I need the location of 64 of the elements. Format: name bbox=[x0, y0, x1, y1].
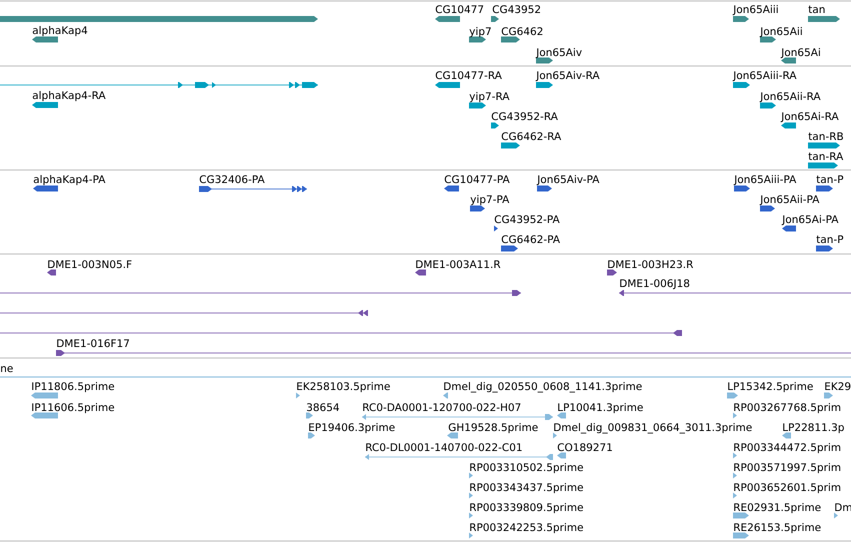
feature-label: CG43952 bbox=[492, 5, 540, 14]
feature-label: GH19528.5prime bbox=[448, 423, 538, 434]
feature-label: Dmel_dig_009831_0664_3011.3prime bbox=[554, 423, 752, 434]
feature-label: 38654 bbox=[307, 403, 339, 412]
feature-label: CG32406-PA bbox=[200, 175, 265, 184]
feature-label: RP003310502.5prime bbox=[470, 463, 583, 474]
feature-label: Jon65Aii-RA bbox=[760, 92, 821, 102]
feature-label: alphaKap4 bbox=[32, 26, 88, 36]
feature-label: EP19406.3prime bbox=[309, 423, 395, 434]
feature-label: Jon65Aiv bbox=[536, 48, 582, 58]
feature-label: CG43952-PA bbox=[494, 215, 560, 224]
feature-label: alphaKap4-RA bbox=[32, 91, 106, 102]
feature-label: Jon65Aiv-RA bbox=[536, 71, 600, 82]
feature-label: DME1-003H23.R bbox=[608, 260, 694, 268]
feature-label: LP15342.5prime bbox=[728, 382, 813, 392]
feature-label: CO189271 bbox=[558, 443, 612, 452]
feature-label: Jon65Aiii-PA bbox=[734, 175, 796, 186]
feature-label: yip7 bbox=[470, 27, 491, 38]
feature-label: RE26153.5prime bbox=[734, 523, 821, 534]
feature-label: Jon65Aiii bbox=[732, 5, 778, 16]
feature-label: yip7-PA bbox=[470, 195, 510, 206]
feature-label: RP003267768.5prim bbox=[734, 403, 840, 414]
feature-label: tan-RA bbox=[808, 152, 844, 160]
feature-label: ne bbox=[1, 366, 13, 372]
feature-label: CG6462-RA bbox=[502, 132, 562, 140]
feature-label: CG10477-RA bbox=[436, 71, 502, 80]
feature-label: LP10041.3prime bbox=[558, 403, 643, 414]
feature-label: tan-RB bbox=[808, 132, 843, 140]
feature-label: RP003571997.5prim bbox=[734, 463, 840, 474]
feature-label: Jon65Aiii-RA bbox=[732, 71, 796, 82]
feature-label: alphaKap4-PA bbox=[34, 175, 106, 186]
feature-label: Jon65Aii bbox=[760, 27, 802, 38]
feature-label: yip7-RA bbox=[470, 92, 510, 102]
feature-label: EK29 bbox=[825, 382, 850, 390]
feature-label: Dmel_dig_020550_0608_1141.3prime bbox=[444, 382, 642, 392]
feature-label: RP003652601.5prim bbox=[734, 483, 840, 494]
feature-label: EK258103.5prime bbox=[297, 382, 390, 392]
feature-label: IP11606.5prime bbox=[32, 403, 114, 414]
feature-label: Jon65Ai bbox=[780, 48, 820, 58]
feature-label: RP003343437.5prime bbox=[470, 483, 583, 494]
feature-label: DME1-006J18 bbox=[620, 279, 690, 290]
feature-label: Jon65Aiv-PA bbox=[536, 175, 600, 186]
feature-label: DME1-003A11.R bbox=[416, 260, 500, 268]
feature-label: CG6462-PA bbox=[502, 235, 560, 244]
feature-label: CG10477 bbox=[436, 5, 484, 14]
feature-label: tan-P bbox=[816, 235, 844, 244]
feature-label: Jon65Ai-PA bbox=[782, 215, 838, 226]
feature-label: RC0-DL0001-140700-022-C01 bbox=[366, 443, 522, 452]
feature-label: tan bbox=[808, 6, 825, 14]
feature-label: Jon65Ai-RA bbox=[780, 112, 839, 122]
feature-label: tan-P bbox=[816, 175, 844, 184]
feature-label: CG43952-RA bbox=[492, 112, 558, 120]
feature-label: RP003242253.5prime bbox=[470, 523, 583, 534]
feature-label: IP11806.5prime bbox=[32, 382, 114, 392]
feature-label: DME1-016F17 bbox=[57, 339, 129, 348]
feature-label: RC0-DA0001-120700-022-H07 bbox=[363, 403, 520, 412]
feature-label: LP22811.3p bbox=[783, 423, 844, 434]
feature-label: RP003344472.5prim bbox=[734, 443, 840, 454]
feature-label: CG6462 bbox=[502, 27, 542, 36]
feature-label: RE02931.5prime bbox=[734, 503, 821, 514]
feature-label: CG10477-PA bbox=[444, 175, 510, 184]
feature-label: DME1-003N05.F bbox=[48, 260, 132, 268]
feature-label: Jon65Aii-PA bbox=[760, 195, 820, 206]
feature-label: RP003339809.5prime bbox=[470, 503, 583, 514]
